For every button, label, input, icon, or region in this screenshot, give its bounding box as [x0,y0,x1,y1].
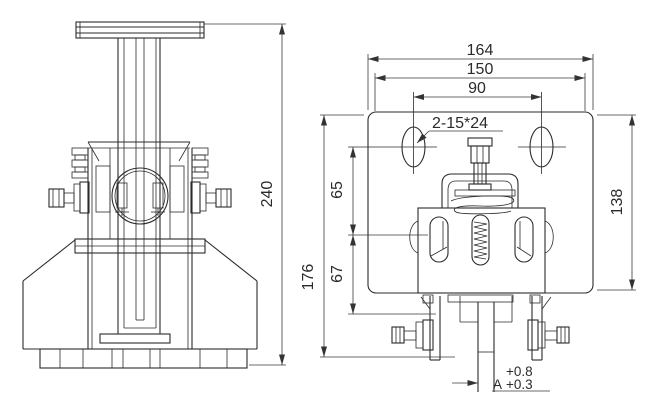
lower-bracket [420,294,552,392]
front-right-stud [191,147,209,179]
front-view [22,21,258,369]
side-left-bolt [391,319,434,351]
dim-overall-width: 164 [467,42,494,59]
dim-mounting-width: 150 [467,61,494,78]
clearance-upper-label: +0.8 [506,364,533,379]
dim-side-overall-height: 176 [300,264,317,291]
front-right-bolt [190,181,232,214]
clearance-lower-label: +0.3 [506,377,533,392]
dim-hole-spacing: 90 [468,80,486,97]
dim-plate-height: 138 [609,189,626,216]
side-view [348,92,594,392]
front-left-stud [71,147,89,179]
front-left-bolt [48,181,90,214]
dim-lower-span: 67 [329,265,346,283]
coil-spring [473,221,488,260]
side-view-dimensions: 164 150 90 2-15*24 138 176 65 67 +0.8 [300,42,636,392]
front-view-dimensions: 240 [204,23,286,366]
leaf-spring [450,195,515,215]
side-right-bolt [527,319,570,351]
dim-front-overall-height: 240 [259,181,276,208]
slot-callout-label: 2-15*24 [432,115,488,132]
adjusting-bolt [467,137,493,191]
datum-label: A [493,377,502,392]
dim-upper-span: 65 [329,181,346,199]
